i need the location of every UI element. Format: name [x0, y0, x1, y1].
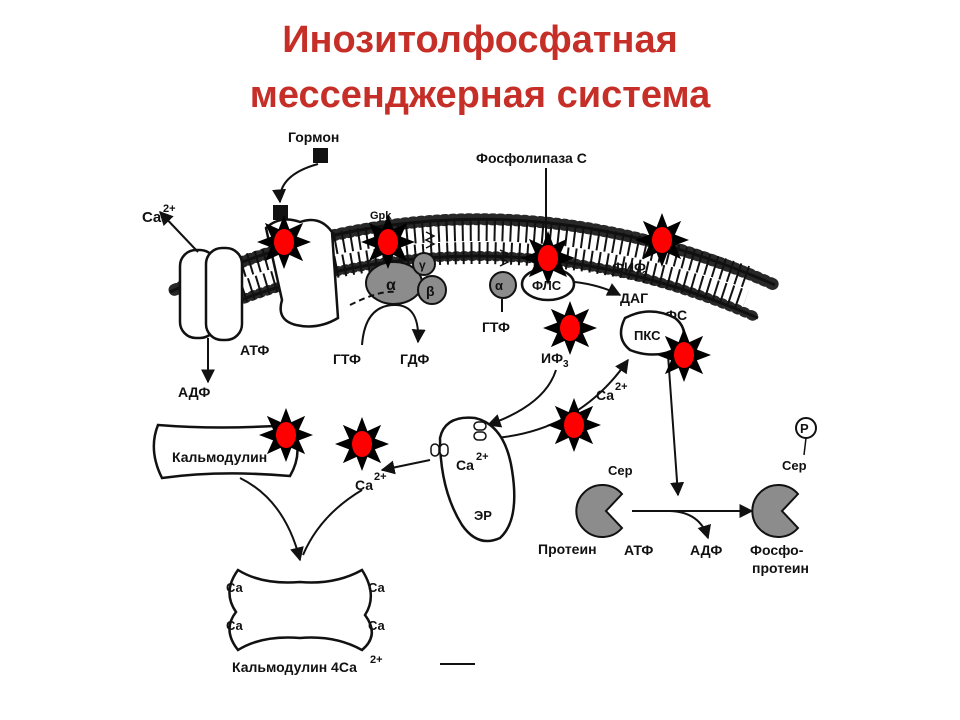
alpha-label-2: α [495, 278, 503, 293]
ca-bound-4: Са [368, 618, 386, 633]
protein-label: Протеин [538, 541, 597, 557]
calmodulin-label: Кальмодулин [172, 449, 267, 465]
protein-shape [575, 484, 624, 538]
ca-label-top: Ca [142, 209, 162, 226]
title-line-1: Инозитолфосфатная [282, 19, 678, 61]
marker-dot-4[interactable] [652, 227, 672, 253]
g-alpha-active [489, 249, 517, 312]
gamma-label: γ [419, 258, 426, 272]
g-protein [349, 231, 447, 306]
if3-sub: 3 [563, 359, 569, 370]
hormone-label: Гормон [288, 129, 339, 145]
title-line-2: мессенджерная система [249, 74, 711, 116]
adp-label-right: АДФ [690, 542, 722, 558]
marker-dot-6[interactable] [674, 342, 694, 368]
calmodulin-4ca-label: Кальмодулин 4Са [232, 659, 357, 675]
if3-label: ИФ [541, 350, 563, 366]
fif2-label: ФИФ [612, 259, 646, 275]
ca-label-er: Ca [456, 457, 474, 473]
ca-bound-1: Са [226, 580, 244, 595]
ca-charge-er-out: 2+ [615, 381, 628, 393]
ser-label-2: Сер [782, 458, 807, 473]
calmodulin-4ca-charge: 2+ [370, 654, 383, 666]
calmodulin-4ca-shape [228, 568, 373, 652]
gdp-label: ГДФ [400, 351, 429, 367]
beta-label: β [426, 283, 435, 299]
ca-bound-2: Са [226, 618, 244, 633]
marker-dot-9[interactable] [564, 412, 584, 438]
adp-label-left: АДФ [178, 384, 210, 400]
marker-dot-7[interactable] [276, 422, 296, 448]
fls-label: ФЛС [532, 278, 562, 293]
atp-label-left: АТФ [240, 342, 269, 358]
ca-charge-er: 2+ [476, 451, 489, 463]
marker-dot-5[interactable] [560, 315, 580, 341]
phospholipase-c-label: Фосфолипаза С [476, 150, 587, 166]
ca-label-cyto: Са [355, 477, 373, 493]
pkc-label: ПКС [634, 328, 661, 343]
marker-dot-1[interactable] [274, 229, 294, 255]
fif2-sub: 2 [642, 270, 648, 281]
gtp-label-1: ГТФ [333, 351, 361, 367]
calcium-channel [159, 210, 244, 384]
ca-charge-cyto: 2+ [374, 471, 387, 483]
marker-layer [257, 213, 711, 471]
marker-dot-2[interactable] [378, 229, 398, 255]
endoplasmic-reticulum [430, 416, 516, 543]
ca-charge-top: 2+ [163, 203, 176, 215]
phosphate-label: P [800, 421, 809, 436]
alpha-label: α [386, 277, 396, 294]
calmodulin-shape [152, 423, 299, 480]
gtp-label-2: ГТФ [482, 319, 510, 335]
phosphoprotein-shape [751, 484, 800, 538]
phospho-label-1: Фосфо- [750, 542, 804, 558]
er-label: ЭР [474, 508, 492, 523]
dag-label: ДАГ [620, 290, 648, 306]
phospho-label-2: протеин [752, 560, 809, 576]
ser-label-1: Сер [608, 463, 633, 478]
atp-label-right: АТФ [624, 542, 653, 558]
marker-dot-3[interactable] [538, 245, 558, 271]
ca-bound-3: Са [368, 580, 386, 595]
marker-dot-8[interactable] [352, 431, 372, 457]
